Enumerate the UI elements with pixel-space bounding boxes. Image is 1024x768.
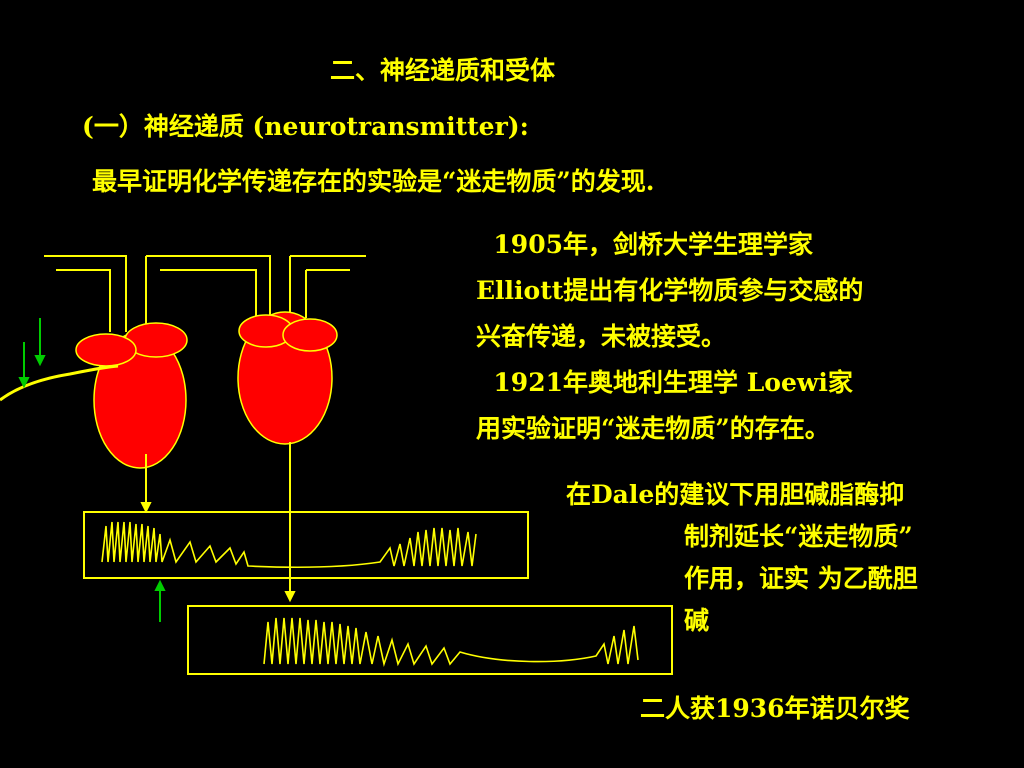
history-paragraph-1921: 1921年奥地利生理学 Loewi家 用实验证明“迷走物质”的存在。 (476, 360, 853, 452)
stimulus-arrows (18, 318, 166, 622)
history-line: 1905年，剑桥大学生理学家 (476, 230, 813, 259)
heartbeat-trace-bottom (263, 617, 639, 668)
dale-paragraph: 在Dale的建议下用胆碱脂酶抑 制剂延长“迷走物质” 作用，证实 为乙酰胆 碱 (566, 474, 918, 642)
dale-line: 在Dale的建议下用胆碱脂酶抑 (566, 480, 905, 509)
arrow-up-icon (154, 579, 166, 591)
section-subtitle: (一）神经递质 (neurotransmitter): (82, 112, 529, 141)
vagus-nerve (0, 364, 119, 402)
arrow-down-icon (140, 502, 152, 514)
perfusion-tubes-right (210, 255, 366, 322)
history-line: 1921年奥地利生理学 Loewi家 (476, 368, 853, 397)
slide-title: 二、神经递质和受体 (330, 56, 556, 85)
arrow-down-icon (18, 377, 30, 389)
donor-heart (75, 322, 188, 469)
dale-line: 碱 (684, 606, 710, 635)
dale-line: 制剂延长“迷走物质” (684, 522, 913, 551)
heartbeat-trace-top (101, 521, 477, 568)
intro-sentence: 最早证明化学传递存在的实验是“迷走物质”的发现. (92, 167, 655, 196)
connector-arrows (140, 442, 296, 603)
history-line: Elliott提出有化学物质参与交感的 (476, 276, 864, 305)
arrow-down-icon (284, 591, 296, 603)
history-paragraph-1905: 1905年，剑桥大学生理学家 Elliott提出有化学物质参与交感的 兴奋传递，… (476, 222, 863, 360)
history-line: 用实验证明“迷走物质”的存在。 (476, 414, 830, 443)
nobel-award-text: 二人获1936年诺贝尔奖 (640, 694, 910, 723)
recording-box-bottom (187, 605, 673, 675)
perfusion-tubes-left (44, 255, 230, 332)
recording-box-top (83, 511, 529, 579)
dale-line: 作用，证实 为乙酰胆 (684, 564, 918, 593)
history-line: 兴奋传递，未被接受。 (476, 322, 727, 351)
arrow-down-icon (34, 355, 46, 367)
recipient-heart (237, 311, 338, 445)
